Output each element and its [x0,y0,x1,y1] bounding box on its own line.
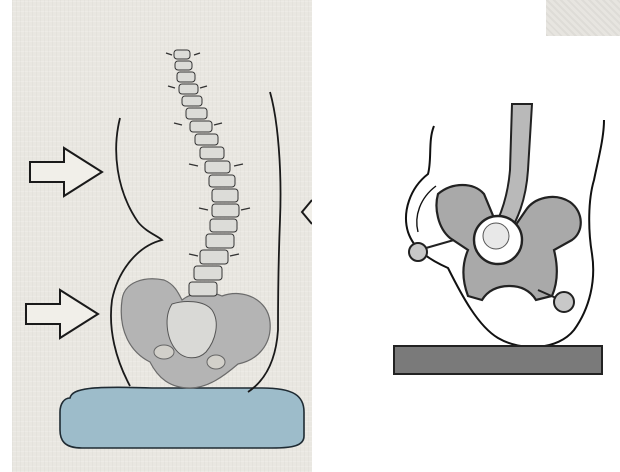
left-sketch [12,0,312,472]
right-ischial-tuberosity [554,292,574,312]
vertebra [200,250,228,264]
vertebra [190,121,212,132]
vertebra [212,204,239,217]
vertebra [182,96,202,106]
vertebra [206,234,234,248]
vertebra [212,189,238,202]
hip-joint-inner [483,223,509,249]
vertebra [186,108,207,119]
left-ischial-connector [426,240,454,248]
vertebra [200,147,224,159]
vertebra [209,175,235,187]
right-panel [358,90,620,390]
left-obturator [154,345,174,359]
spine [174,50,239,296]
left-panel [12,0,312,472]
upper-left-arrow [30,148,102,196]
right-obturator [207,355,225,369]
vertebra [189,282,217,296]
vertebra [210,219,237,232]
seat-platform [394,346,602,374]
vertebra [179,84,198,94]
body-inner-outline [417,186,436,232]
right-edge-arrow [302,200,312,224]
vertebra [174,50,190,59]
right-schematic [358,90,620,390]
vertebra [175,61,192,70]
seat-cushion [60,387,304,448]
vertebra [195,134,218,145]
left-ischial-tuberosity [409,243,427,261]
lower-left-arrow [26,290,98,338]
vertebra [177,72,195,82]
corner-swatch [546,0,620,36]
vertebra [205,161,230,173]
vertebra [194,266,222,280]
